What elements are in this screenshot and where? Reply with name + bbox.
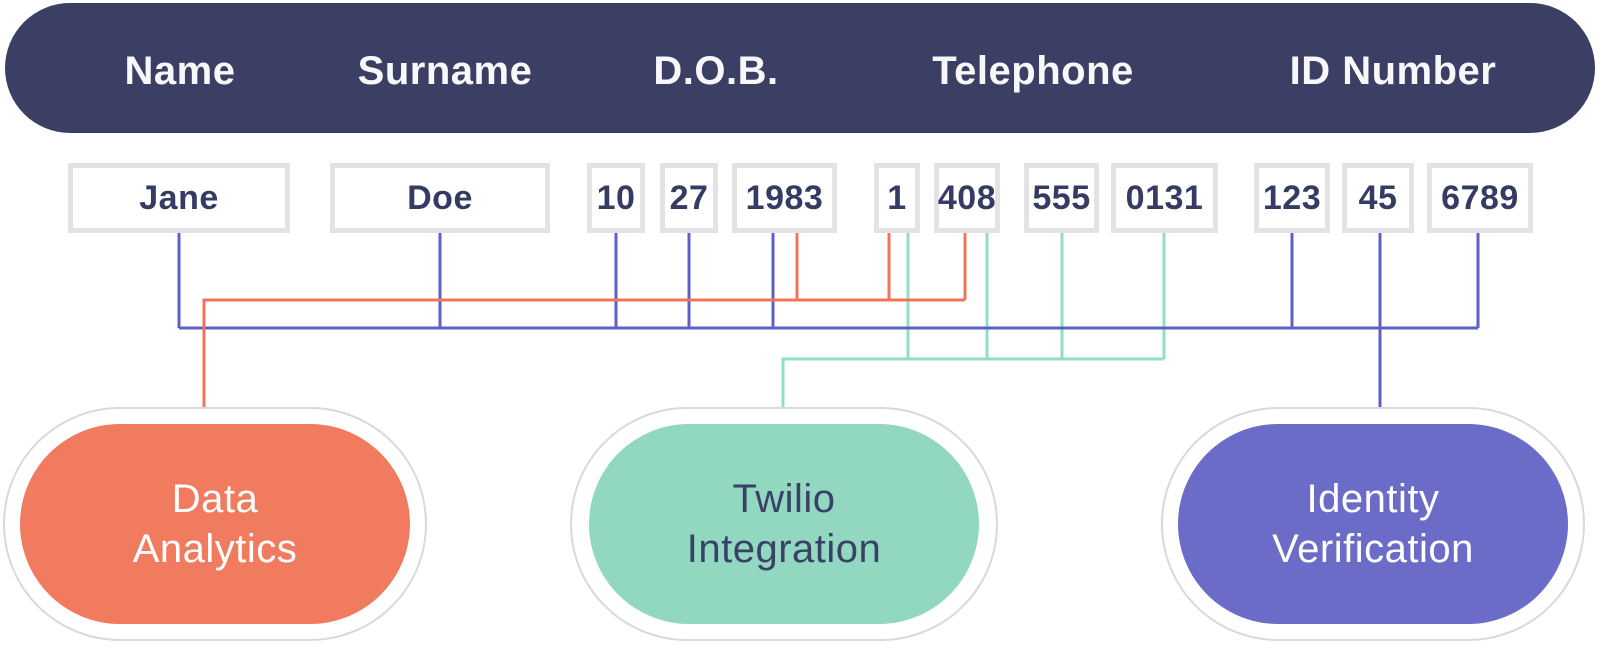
identity-verification-lines — [177, 233, 1480, 407]
field-box-dob-year: 1983 — [732, 163, 837, 233]
service-pill-data-analytics: Data Analytics — [3, 407, 427, 641]
field-box-phone-country: 1 — [874, 163, 920, 233]
field-box-name: Jane — [68, 163, 290, 233]
field-box-id-part1: 123 — [1254, 163, 1330, 233]
twilio-integration-pill: Twilio Integration — [589, 424, 979, 624]
header-label-surname: Surname — [357, 49, 533, 93]
field-box-dob-day: 27 — [660, 163, 718, 233]
data-analytics-lines — [202, 233, 967, 407]
identity-verification-pill: Identity Verification — [1178, 424, 1568, 624]
field-box-id-part3: 6789 — [1427, 163, 1533, 233]
data-analytics-label: Data Analytics — [132, 477, 298, 571]
field-box-phone-line: 0131 — [1111, 163, 1218, 233]
header-label-id-number: ID Number — [1289, 49, 1497, 93]
header-label-telephone: Telephone — [932, 49, 1134, 93]
data-analytics-pill: Data Analytics — [20, 424, 410, 624]
field-box-phone-prefix: 555 — [1024, 163, 1099, 233]
service-pill-identity-verification: Identity Verification — [1161, 407, 1585, 641]
identity-verification-label: Identity Verification — [1272, 477, 1474, 571]
fields-header-bar: Name Surname D.O.B. Telephone ID Number — [5, 3, 1595, 133]
field-box-phone-area: 408 — [934, 163, 1000, 233]
twilio-integration-lines — [781, 233, 1166, 407]
field-box-id-part2: 45 — [1342, 163, 1414, 233]
field-box-dob-month: 10 — [587, 163, 645, 233]
header-label-dob: D.O.B. — [653, 49, 779, 93]
twilio-integration-label: Twilio Integration — [686, 477, 882, 571]
header-label-name: Name — [124, 49, 236, 93]
field-box-surname: Doe — [330, 163, 550, 233]
service-pill-twilio-integration: Twilio Integration — [570, 407, 998, 641]
